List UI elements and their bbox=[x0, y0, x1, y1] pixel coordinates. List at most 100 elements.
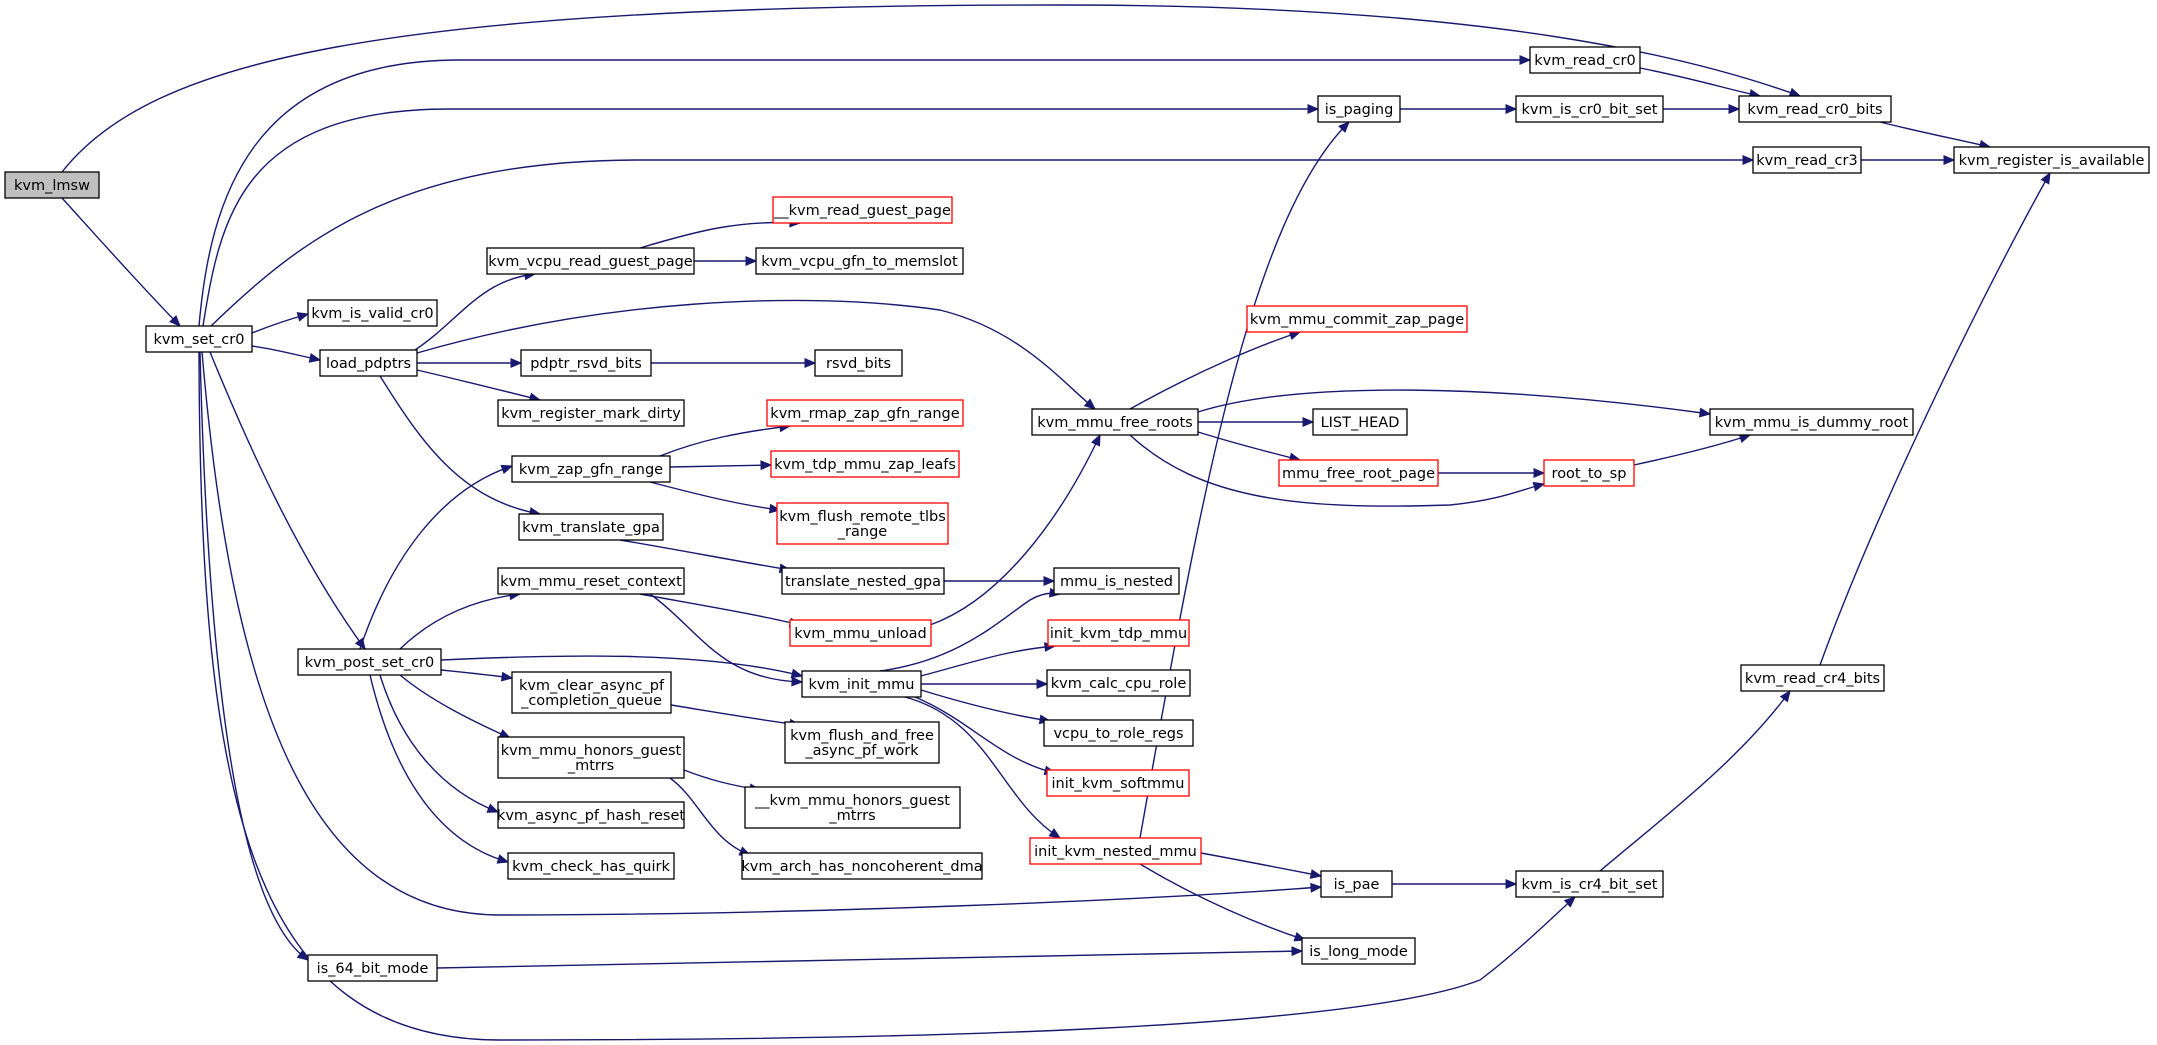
edge-line bbox=[1879, 121, 1991, 148]
arrowhead-icon bbox=[1048, 828, 1062, 839]
node-kvm-flush-and-free-async-pf-work[interactable]: kvm_flush_and_free_async_pf_work bbox=[784, 721, 940, 764]
arrowhead-icon bbox=[1091, 433, 1101, 447]
node-is-64-bit-mode[interactable]: is_64_bit_mode bbox=[307, 954, 438, 982]
node-label: kvm_init_mmu bbox=[809, 677, 915, 693]
edge-is_64_bit_mode-to-is_long_mode bbox=[436, 946, 1304, 969]
edge-kvm_init_mmu-to-vcpu_to_role_regs bbox=[920, 689, 1052, 725]
node-kvm-vcpu-gfn-to-memslot[interactable]: kvm_vcpu_gfn_to_memslot bbox=[755, 247, 964, 275]
node-kvm-mmu-is-dummy-root[interactable]: kvm_mmu_is_dummy_root bbox=[1709, 408, 1914, 436]
arrowhead-icon bbox=[1043, 576, 1056, 586]
edge-is_paging-to-kvm_is_cr0_bit_set bbox=[1400, 104, 1518, 114]
node-kvm-tdp-mmu-zap-leafs[interactable]: kvm_tdp_mmu_zap_leafs bbox=[770, 450, 960, 478]
arrowhead-icon bbox=[496, 854, 510, 864]
edge-is_pae-to-kvm_is_cr4_bit_set bbox=[1392, 879, 1518, 889]
node-label: pdptr_rsvd_bits bbox=[530, 356, 642, 372]
edge-kvm_read_cr0_bits-to-kvm_register_is_available bbox=[1879, 121, 1992, 150]
node-label: kvm_mmu_honors_guest bbox=[501, 743, 682, 759]
node-is-pae[interactable]: is_pae bbox=[1320, 870, 1393, 898]
node-kvm-check-has-quirk[interactable]: kvm_check_has_quirk bbox=[507, 852, 675, 880]
node-kvm-mmu-honors-guest-mtrrs[interactable]: __kvm_mmu_honors_guest_mtrrs bbox=[744, 786, 961, 829]
node-box bbox=[801, 670, 922, 698]
node-kvm-translate-gpa[interactable]: kvm_translate_gpa bbox=[518, 513, 664, 541]
node-kvm-register-is-available[interactable]: kvm_register_is_available bbox=[1953, 146, 2150, 174]
node-label: root_to_sp bbox=[1552, 466, 1627, 482]
edge-line bbox=[399, 674, 511, 739]
node-kvm-mmu-commit-zap-page[interactable]: kvm_mmu_commit_zap_page bbox=[1246, 305, 1468, 333]
node-init-kvm-tdp-mmu[interactable]: init_kvm_tdp_mmu bbox=[1047, 619, 1190, 647]
node-kvm-mmu-unload[interactable]: kvm_mmu_unload bbox=[789, 619, 932, 647]
node-kvm-mmu-honors-guest-mtrrs[interactable]: kvm_mmu_honors_guest_mtrrs bbox=[497, 736, 685, 779]
node-root-to-sp[interactable]: root_to_sp bbox=[1543, 459, 1635, 487]
node-kvm-flush-remote-tlbs-range[interactable]: kvm_flush_remote_tlbs_range bbox=[776, 502, 949, 545]
node-label: init_kvm_softmmu bbox=[1052, 776, 1185, 792]
node-label: kvm_mmu_free_roots bbox=[1037, 415, 1193, 431]
edge-line bbox=[416, 369, 541, 401]
node-kvm-zap-gfn-range[interactable]: kvm_zap_gfn_range bbox=[511, 455, 671, 483]
node-LIST-HEAD[interactable]: LIST_HEAD bbox=[1312, 408, 1408, 436]
node-kvm-vcpu-read-guest-page[interactable]: kvm_vcpu_read_guest_page bbox=[486, 247, 695, 275]
node-vcpu-to-role-regs[interactable]: vcpu_to_role_regs bbox=[1043, 719, 1194, 747]
node-rsvd-bits[interactable]: rsvd_bits bbox=[814, 349, 903, 377]
edge-kvm_mmu_free_roots-to-LIST_HEAD bbox=[1198, 417, 1315, 427]
edge-kvm_is_cr0_bit_set-to-kvm_read_cr0_bits bbox=[1663, 104, 1741, 114]
node-kvm-mmu-reset-context[interactable]: kvm_mmu_reset_context bbox=[497, 567, 685, 595]
arrowhead-icon bbox=[296, 949, 310, 961]
node-label: kvm_read_cr0 bbox=[1534, 53, 1635, 69]
node-kvm-arch-has-noncoherent-dma[interactable]: kvm_arch_has_noncoherent_dma bbox=[741, 852, 983, 880]
edge-kvm_mmu_reset_context-to-kvm_init_mmu bbox=[649, 593, 804, 687]
node-kvm-rmap-zap-gfn-range[interactable]: kvm_rmap_zap_gfn_range bbox=[766, 399, 964, 427]
node-kvm-post-set-cr0[interactable]: kvm_post_set_cr0 bbox=[297, 648, 442, 676]
node-label: kvm_read_cr4_bits bbox=[1745, 671, 1880, 687]
node-label: is_pae bbox=[1334, 877, 1380, 893]
edge-kvm_mmu_free_roots-to-kvm_mmu_commit_zap_page bbox=[1129, 330, 1302, 410]
edge-kvm_read_cr3-to-kvm_register_is_available bbox=[1861, 155, 1956, 165]
node-kvm-read-guest-page[interactable]: __kvm_read_guest_page bbox=[772, 196, 953, 224]
node-kvm-init-mmu[interactable]: kvm_init_mmu bbox=[801, 670, 922, 698]
arrowhead-icon bbox=[486, 803, 500, 813]
edge-line bbox=[414, 273, 536, 351]
node-translate-nested-gpa[interactable]: translate_nested_gpa bbox=[781, 567, 945, 595]
node-mmu-free-root-page[interactable]: mmu_free_root_page bbox=[1278, 459, 1439, 487]
node-kvm-read-cr3[interactable]: kvm_read_cr3 bbox=[1752, 146, 1862, 174]
node-box bbox=[319, 349, 418, 377]
node-kvm-clear-async-pf-completion-queue[interactable]: kvm_clear_async_pf_completion_queue bbox=[511, 671, 672, 714]
edge-line bbox=[1819, 172, 2051, 666]
node-mmu-is-nested[interactable]: mmu_is_nested bbox=[1053, 567, 1180, 595]
edge-kvm_set_cr0-to-kvm_read_cr0 bbox=[198, 55, 1532, 327]
node-box bbox=[755, 247, 964, 275]
node-box bbox=[770, 450, 960, 478]
node-init-kvm-softmmu[interactable]: init_kvm_softmmu bbox=[1046, 769, 1190, 797]
node-label: kvm_async_pf_hash_reset bbox=[497, 808, 685, 824]
node-kvm-lmsw[interactable]: kvm_lmsw bbox=[4, 171, 100, 199]
node-kvm-read-cr4-bits[interactable]: kvm_read_cr4_bits bbox=[1740, 664, 1885, 692]
node-load-pdptrs[interactable]: load_pdptrs bbox=[319, 349, 418, 377]
edge-kvm_set_cr0-to-kvm_is_cr4_bit_set bbox=[198, 351, 1576, 1041]
node-kvm-is-cr4-bit-set[interactable]: kvm_is_cr4_bit_set bbox=[1515, 870, 1664, 898]
node-kvm-is-cr0-bit-set[interactable]: kvm_is_cr0_bit_set bbox=[1515, 95, 1664, 123]
node-kvm-async-pf-hash-reset[interactable]: kvm_async_pf_hash_reset bbox=[497, 801, 685, 829]
arrowhead-icon bbox=[510, 358, 523, 368]
node-box bbox=[1053, 567, 1180, 595]
node-kvm-set-cr0[interactable]: kvm_set_cr0 bbox=[145, 325, 253, 353]
node-kvm-read-cr0[interactable]: kvm_read_cr0 bbox=[1529, 46, 1641, 74]
node-is-paging[interactable]: is_paging bbox=[1317, 95, 1401, 123]
edge-line bbox=[399, 593, 521, 650]
node-kvm-calc-cpu-role[interactable]: kvm_calc_cpu_role bbox=[1046, 669, 1191, 697]
node-kvm-mmu-free-roots[interactable]: kvm_mmu_free_roots bbox=[1031, 408, 1199, 436]
node-label: LIST_HEAD bbox=[1321, 415, 1400, 431]
node-label: vcpu_to_role_regs bbox=[1053, 726, 1183, 742]
node-label: kvm_arch_has_noncoherent_dma bbox=[741, 859, 982, 875]
node-label: kvm_flush_remote_tlbs bbox=[779, 509, 946, 525]
node-layer: kvm_lmsw kvm_set_cr0 kvm_read_cr0 kvm_read_… bbox=[4, 46, 2150, 982]
edge-kvm_init_mmu-to-kvm_calc_cpu_role bbox=[921, 679, 1049, 689]
node-is-long-mode[interactable]: is_long_mode bbox=[1301, 937, 1416, 965]
node-kvm-read-cr0-bits[interactable]: kvm_read_cr0_bits bbox=[1738, 95, 1892, 123]
node-init-kvm-nested-mmu[interactable]: init_kvm_nested_mmu bbox=[1029, 837, 1202, 865]
edge-line bbox=[879, 592, 1061, 672]
node-pdptr-rsvd-bits[interactable]: pdptr_rsvd_bits bbox=[520, 349, 652, 377]
node-kvm-register-mark-dirty[interactable]: kvm_register_mark_dirty bbox=[497, 399, 685, 427]
node-box bbox=[518, 513, 664, 541]
edge-line bbox=[379, 375, 541, 515]
node-label: kvm_mmu_is_dummy_root bbox=[1715, 415, 1909, 431]
node-kvm-is-valid-cr0[interactable]: kvm_is_valid_cr0 bbox=[307, 299, 438, 327]
